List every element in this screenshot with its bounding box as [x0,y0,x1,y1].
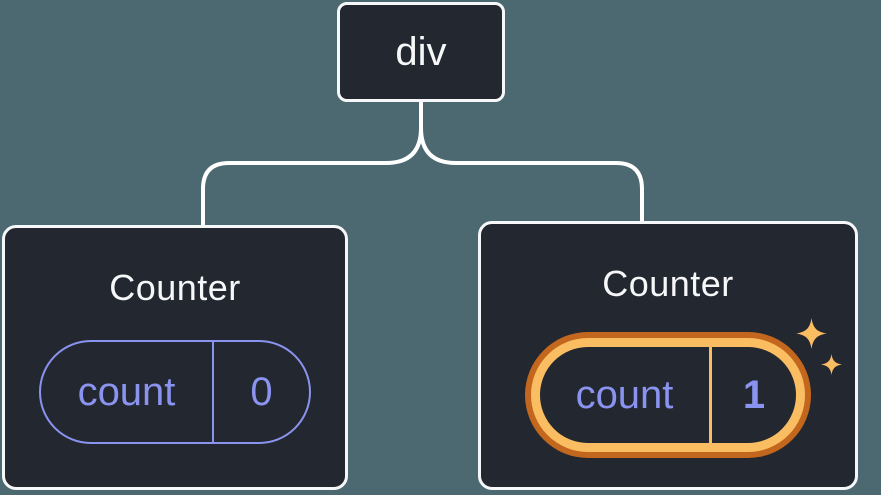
node-title: Counter [602,263,734,304]
state-value-cell: 1 [712,347,796,443]
state-value-label: 1 [742,372,766,417]
counter-node-left: Counter count 0 [2,225,348,490]
state-pill: count 0 [39,340,311,444]
state-key-cell: count [41,342,214,442]
state-value-cell: 0 [214,342,309,442]
state-key-label: count [77,369,176,414]
root-node: div [337,2,505,102]
root-node-label: div [395,29,447,74]
state-key-cell: count [540,347,712,443]
connector-right-branch [419,99,644,225]
state-pill-highlighted: count 1 [531,338,805,452]
node-title: Counter [109,267,241,308]
counter-node-highlighted: Counter count 1 [478,221,858,490]
connector-left-branch [201,99,423,228]
state-value-label: 0 [250,369,273,414]
state-key-label: count [575,372,674,417]
